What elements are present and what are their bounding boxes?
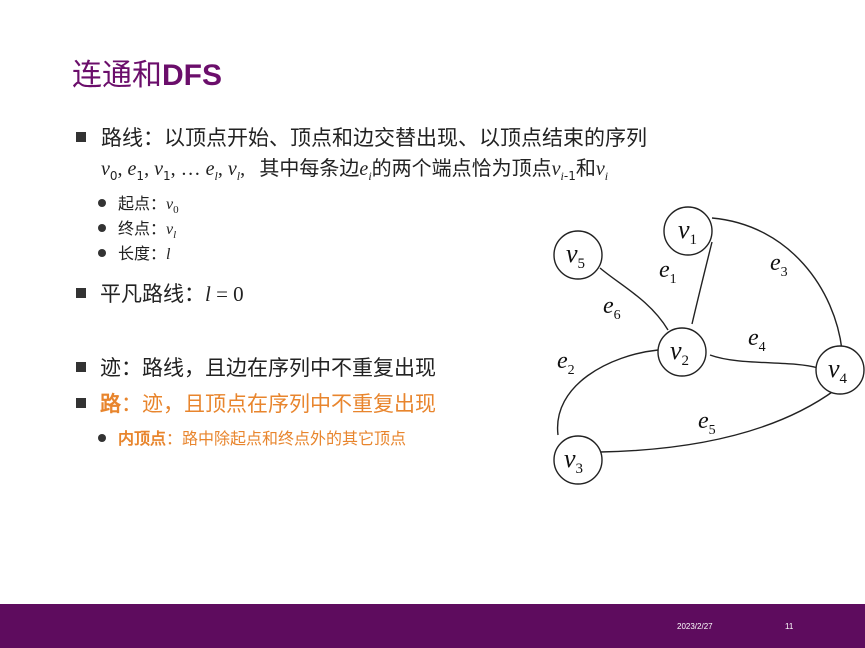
bullet-path: 路：迹，且顶点在序列中不重复出现 [76,388,436,418]
label-e1: e1 [659,257,677,287]
bullet-trivial: 平凡路线：l = 0 [76,278,244,308]
label-e4: e4 [748,325,766,355]
sub-bullet-inner: 内顶点：路中除起点和终点外的其它顶点 [98,425,406,449]
bullet-route-text: 路线：以顶点开始、顶点和边交替出现、以顶点结束的序列 [101,126,647,150]
label-e2: e2 [557,348,575,378]
vertex-v2 [657,327,707,377]
vertex-v1 [663,206,713,256]
sub-bullet-end: 终点：vl [98,215,176,241]
slide-title: 连通和DFS [72,58,222,93]
vertex-v5 [553,230,603,280]
page-number: 11 [785,622,794,631]
edge-e6 [599,267,669,331]
edge-e1 [691,241,713,325]
route-sequence-line: v0, e1, v1, … el, vl, 其中每条边ei的两个端点恰为顶点vi… [101,156,609,183]
edge-e4 [709,354,819,369]
edge-e3 [711,217,843,351]
label-e3: e3 [770,250,788,280]
label-e5: e5 [698,408,716,438]
sub-bullet-start: 起点：v0 [98,190,179,216]
sub-bullet-length: 长度：l [98,240,170,264]
footer-date: 2023/2/27 [677,622,713,631]
label-e6: e6 [603,293,621,323]
vertex-v4 [815,345,865,395]
footer-bar [0,604,865,648]
edge-e5 [599,389,836,453]
bullet-route-marker [76,126,100,150]
edge-e2 [557,349,659,436]
bullet-trail: 迹：路线，且边在序列中不重复出现 [76,352,436,382]
vertex-v3 [553,435,603,485]
